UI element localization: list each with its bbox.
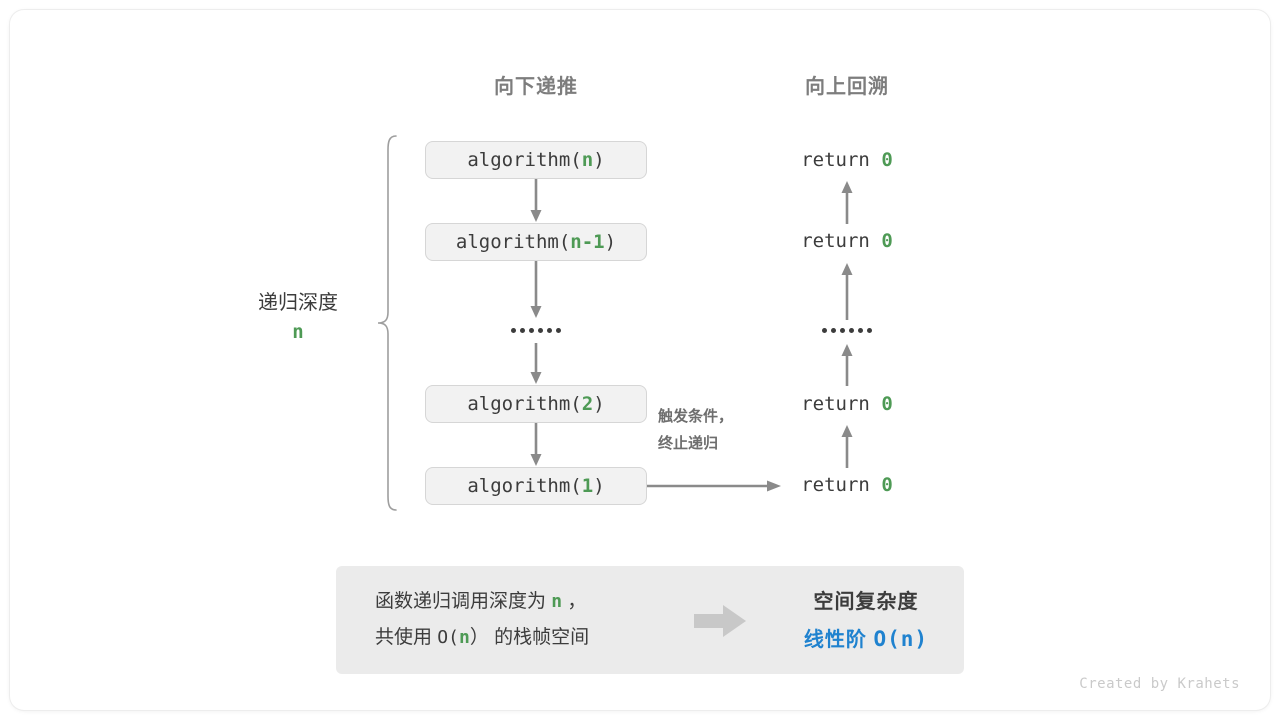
recursion-depth-brace <box>377 135 397 511</box>
summary-line2-n: n <box>458 627 470 648</box>
return-keyword: return <box>801 393 870 415</box>
return-keyword: return <box>801 474 870 496</box>
call-box-n[interactable]: algorithm(n) <box>425 141 647 179</box>
recursion-depth-title: 递归深度 <box>258 292 338 314</box>
ellipsis-dot <box>538 328 543 333</box>
call-box-n1-arg: n-1 <box>570 231 605 253</box>
complexity-order-label: 线性阶 <box>803 629 867 651</box>
summary-line1-n: n <box>551 591 563 612</box>
call-box-n-arg: n <box>581 149 594 171</box>
ellipsis-dot <box>867 328 872 333</box>
call-box-1-arg: 1 <box>581 475 594 497</box>
diagram-card: 向下递推 向上回溯 递归深度 n algorithm(n) algorithm(… <box>10 10 1270 710</box>
return-value: 0 <box>881 393 893 415</box>
termination-note-line1: 触发条件， <box>658 408 734 425</box>
up-arrow-2 <box>841 263 853 320</box>
up-arrow-3 <box>841 344 853 386</box>
up-arrow-4 <box>841 425 853 468</box>
down-arrow-3 <box>530 343 542 384</box>
call-box-2-arg: 2 <box>581 393 594 415</box>
summary-line2-paren: ） <box>469 627 489 648</box>
column-header-backtrack-up: 向上回溯 <box>805 76 889 98</box>
watermark-credit: Created by Krahets <box>1079 676 1240 692</box>
down-arrow-1 <box>530 179 542 222</box>
return-keyword: return <box>801 149 870 171</box>
return-statement-1: return 0 <box>801 149 893 171</box>
call-box-2-name: algorithm( <box>467 393 582 415</box>
call-box-1[interactable]: algorithm(1) <box>425 467 647 505</box>
call-box-n1-close: ) <box>604 231 617 253</box>
return-value: 0 <box>881 474 893 496</box>
ellipsis-dot <box>831 328 836 333</box>
call-box-2-close: ) <box>593 393 605 415</box>
call-box-n-name: algorithm( <box>467 149 582 171</box>
call-box-2[interactable]: algorithm(2) <box>425 385 647 423</box>
down-arrow-2 <box>530 261 542 318</box>
ellipsis-dot <box>858 328 863 333</box>
summary-line1-prefix: 函数递归调用深度为 <box>375 591 547 612</box>
ellipsis-dot <box>511 328 516 333</box>
down-arrow-4 <box>530 423 542 466</box>
recursion-depth-value: n <box>292 321 304 343</box>
ellipsis-dot <box>529 328 534 333</box>
return-keyword: return <box>801 230 870 252</box>
recursion-depth-label: 递归深度 n <box>258 288 338 346</box>
space-complexity-value: 线性阶 O(n) <box>771 621 961 659</box>
call-box-1-name: algorithm( <box>467 475 582 497</box>
ellipsis-dot <box>547 328 552 333</box>
summary-right-text: 空间复杂度 线性阶 O(n) <box>771 584 961 659</box>
call-box-n-close: ) <box>593 149 605 171</box>
return-statement-4: return 0 <box>801 474 893 496</box>
summary-line2-bigo: O( <box>437 627 459 648</box>
space-complexity-title: 空间复杂度 <box>813 591 919 613</box>
termination-note-line2: 终止递归 <box>658 435 719 452</box>
return-value: 0 <box>881 149 893 171</box>
ellipsis-left <box>511 328 561 333</box>
call-box-n-minus-1[interactable]: algorithm(n-1) <box>425 223 647 261</box>
return-statement-3: return 0 <box>801 393 893 415</box>
summary-line2-suffix: 的栈帧空间 <box>494 627 590 648</box>
summary-panel: 函数递归调用深度为 n ， 共使用 O(n） 的栈帧空间 空间复杂度 线性阶 O… <box>336 566 964 674</box>
summary-left-line1: 函数递归调用深度为 n ， <box>375 584 589 620</box>
column-header-recurse-down: 向下递推 <box>494 76 578 98</box>
ellipsis-dot <box>840 328 845 333</box>
ellipsis-dot <box>520 328 525 333</box>
return-value: 0 <box>881 230 893 252</box>
ellipsis-dot <box>556 328 561 333</box>
base-case-arrow <box>647 480 781 492</box>
ellipsis-dot <box>849 328 854 333</box>
summary-left-text: 函数递归调用深度为 n ， 共使用 O(n） 的栈帧空间 <box>375 584 589 656</box>
block-arrow-right-icon <box>694 605 746 637</box>
complexity-order-notation: O(n) <box>873 627 929 651</box>
summary-line2-prefix: 共使用 <box>375 627 433 648</box>
call-box-1-close: ) <box>593 475 605 497</box>
return-statement-2: return 0 <box>801 230 893 252</box>
up-arrow-1 <box>841 181 853 224</box>
summary-left-line2: 共使用 O(n） 的栈帧空间 <box>375 620 589 656</box>
summary-line1-suffix: ， <box>567 591 587 612</box>
ellipsis-right <box>822 328 872 333</box>
ellipsis-dot <box>822 328 827 333</box>
call-box-n1-name: algorithm( <box>455 231 571 253</box>
termination-note: 触发条件， 终止递归 <box>658 403 733 457</box>
